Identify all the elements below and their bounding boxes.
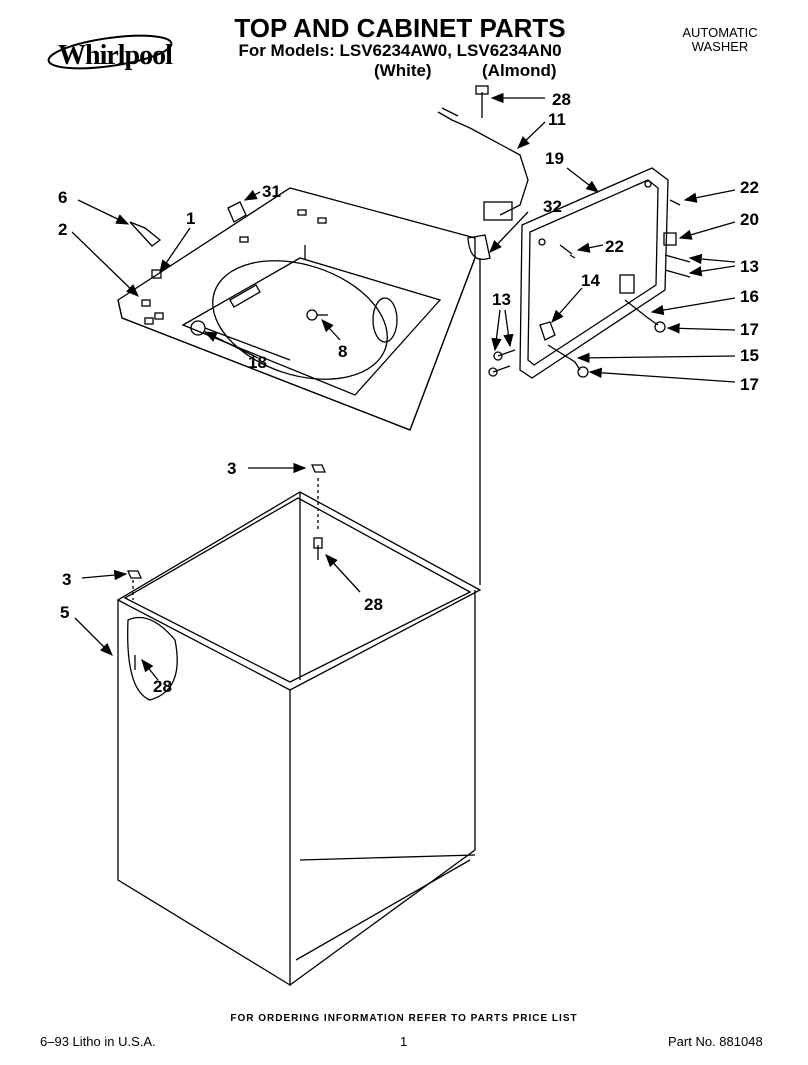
callout-11: 11: [548, 110, 566, 129]
callout-28-mid: 28: [364, 595, 383, 614]
actuator-32: [467, 234, 491, 261]
callout-31: 31: [262, 182, 281, 201]
callout-28-top: 28: [552, 90, 571, 109]
callout-14: 14: [581, 271, 600, 290]
hinge-16: [624, 299, 659, 326]
clip-1: [151, 269, 162, 279]
callout-17-b: 17: [740, 375, 759, 394]
callout-28-low: 28: [153, 677, 172, 696]
callout-1: 1: [186, 209, 195, 228]
page-title: TOP AND CABINET PARTS: [234, 13, 566, 43]
spacer-17b: [577, 366, 589, 378]
clip-3a: [311, 464, 326, 473]
callout-3-b: 3: [62, 570, 71, 589]
callout-5: 5: [60, 603, 69, 622]
callout-15: 15: [740, 346, 759, 365]
screws-13-left: [492, 349, 516, 373]
bumper-22a: [669, 199, 681, 206]
spacer-17a: [654, 321, 666, 333]
callout-20: 20: [740, 210, 759, 229]
clip-31: [227, 201, 247, 223]
product-type-line2: WASHER: [691, 39, 749, 54]
callout-2: 2: [58, 220, 67, 239]
callout-3-a: 3: [227, 459, 236, 478]
clip-6: [129, 221, 162, 247]
cabinet: [116, 491, 482, 987]
litho-note: 6–93 Litho in U.S.A.: [40, 1034, 156, 1049]
callout-17-a: 17: [740, 320, 759, 339]
bracket-14b: [539, 321, 556, 341]
callout-6: 6: [58, 188, 67, 207]
hinge-20: [663, 232, 677, 246]
whirlpool-logo: Whirlpool: [40, 22, 180, 82]
callout-32: 32: [543, 197, 562, 216]
bracket-14: [619, 274, 635, 294]
product-type-line1: AUTOMATIC: [682, 25, 758, 40]
product-type: AUTOMATIC WASHER: [660, 26, 780, 54]
part-number: Part No. 881048: [668, 1034, 763, 1049]
clip-3b: [127, 570, 142, 579]
callout-22-a: 22: [740, 178, 759, 197]
callout-22-b: 22: [605, 237, 624, 256]
screws-13-right: [664, 254, 691, 278]
wire-harness: [437, 107, 529, 221]
callout-13-right: 13: [740, 257, 759, 276]
callout-13-left: 13: [492, 290, 511, 309]
top-panel: [117, 187, 476, 431]
callout-18: 18: [248, 353, 267, 372]
page-number: 1: [400, 1034, 408, 1049]
screw-8: [306, 309, 328, 321]
variant-almond: (Almond): [482, 61, 557, 80]
callout-16: 16: [740, 287, 759, 306]
logo-swoosh-icon: [47, 34, 173, 70]
callout-8: 8: [338, 342, 347, 361]
brand-name: Whirlpool: [58, 40, 173, 71]
variant-white: (White): [374, 61, 432, 80]
lid: [519, 167, 669, 379]
hinge: [190, 320, 291, 361]
ordering-note: FOR ORDERING INFORMATION REFER TO PARTS …: [230, 1013, 578, 1024]
callout-19: 19: [545, 149, 564, 168]
hinge-15: [547, 344, 581, 371]
bumper-22b: [559, 244, 576, 259]
models-subtitle: For Models: LSV6234AW0, LSV6234AN0: [238, 41, 562, 60]
